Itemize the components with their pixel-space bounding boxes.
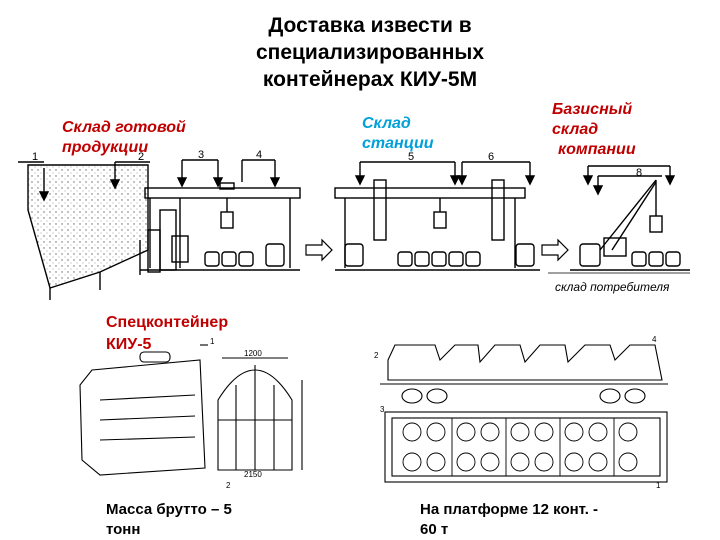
label-base-warehouse: Базисный склад компании xyxy=(552,100,636,160)
label-warehouse-product-line-1: Склад готовой xyxy=(62,119,186,136)
label-mass-line-1: Масса брутто – 5 xyxy=(106,501,232,518)
label-platform: На платформе 12 конт. - 60 т xyxy=(420,500,598,540)
callout-2: 2 xyxy=(138,151,144,163)
label-mass: Масса брутто – 5 тонн xyxy=(106,500,232,540)
container-row-1 xyxy=(204,243,285,267)
platform-number-4: 4 xyxy=(652,335,657,344)
title-line-1: Доставка извести в xyxy=(268,14,472,37)
container-dim-1200: 1200 xyxy=(244,349,262,358)
label-consumer-warehouse: склад потребителя xyxy=(555,280,670,294)
label-container-line-1: Спецконтейнер xyxy=(106,314,229,331)
container-dim-2150: 2150 xyxy=(244,470,262,479)
platform-number-1: 1 xyxy=(656,481,661,490)
container-number-2: 2 xyxy=(226,481,231,490)
label-mass-line-2: тонн xyxy=(106,521,141,538)
jib-crane xyxy=(579,179,663,267)
label-station-warehouse: Склад станции xyxy=(362,114,434,154)
page-title: Доставка извести в специализированных ко… xyxy=(190,12,550,93)
label-base-warehouse-line-1: Базисный xyxy=(552,101,633,118)
platform-drawing xyxy=(380,344,668,483)
container-row-3 xyxy=(631,251,681,267)
container-number-1: 1 xyxy=(210,337,215,346)
container-drawing xyxy=(79,344,303,476)
label-station-warehouse-line-1: Склад xyxy=(362,115,411,132)
callout-8: 8 xyxy=(636,167,642,179)
transfer-arrow-1 xyxy=(305,238,333,262)
callout-6: 6 xyxy=(488,151,494,163)
label-warehouse-product: Склад готовой продукции xyxy=(62,118,186,158)
title-line-3: контейнерах КИУ-5М xyxy=(262,68,478,91)
label-warehouse-product-line-2: продукции xyxy=(62,139,149,156)
platform-number-2: 2 xyxy=(374,351,379,360)
callout-3: 3 xyxy=(198,149,204,161)
callout-5: 5 xyxy=(408,151,414,163)
gantry-crane-1 xyxy=(144,182,301,268)
label-platform-line-2: 60 т xyxy=(420,521,449,538)
label-base-warehouse-line-2: склад xyxy=(552,121,599,138)
title-line-2: специализированных xyxy=(255,41,485,64)
platform-container-plan xyxy=(402,418,638,476)
label-base-warehouse-line-3: компании xyxy=(558,141,636,158)
container-row-2 xyxy=(344,243,535,267)
label-station-warehouse-line-2: станции xyxy=(362,135,434,152)
transfer-arrow-2 xyxy=(541,238,569,262)
silo-warehouse xyxy=(27,164,177,300)
label-container: Спецконтейнер КИУ-5 xyxy=(106,312,228,356)
label-container-line-2: КИУ-5 xyxy=(106,336,152,353)
callout-1: 1 xyxy=(32,151,38,163)
label-platform-line-1: На платформе 12 конт. - xyxy=(420,501,599,518)
callout-4: 4 xyxy=(256,149,262,161)
platform-number-3: 3 xyxy=(380,405,385,414)
